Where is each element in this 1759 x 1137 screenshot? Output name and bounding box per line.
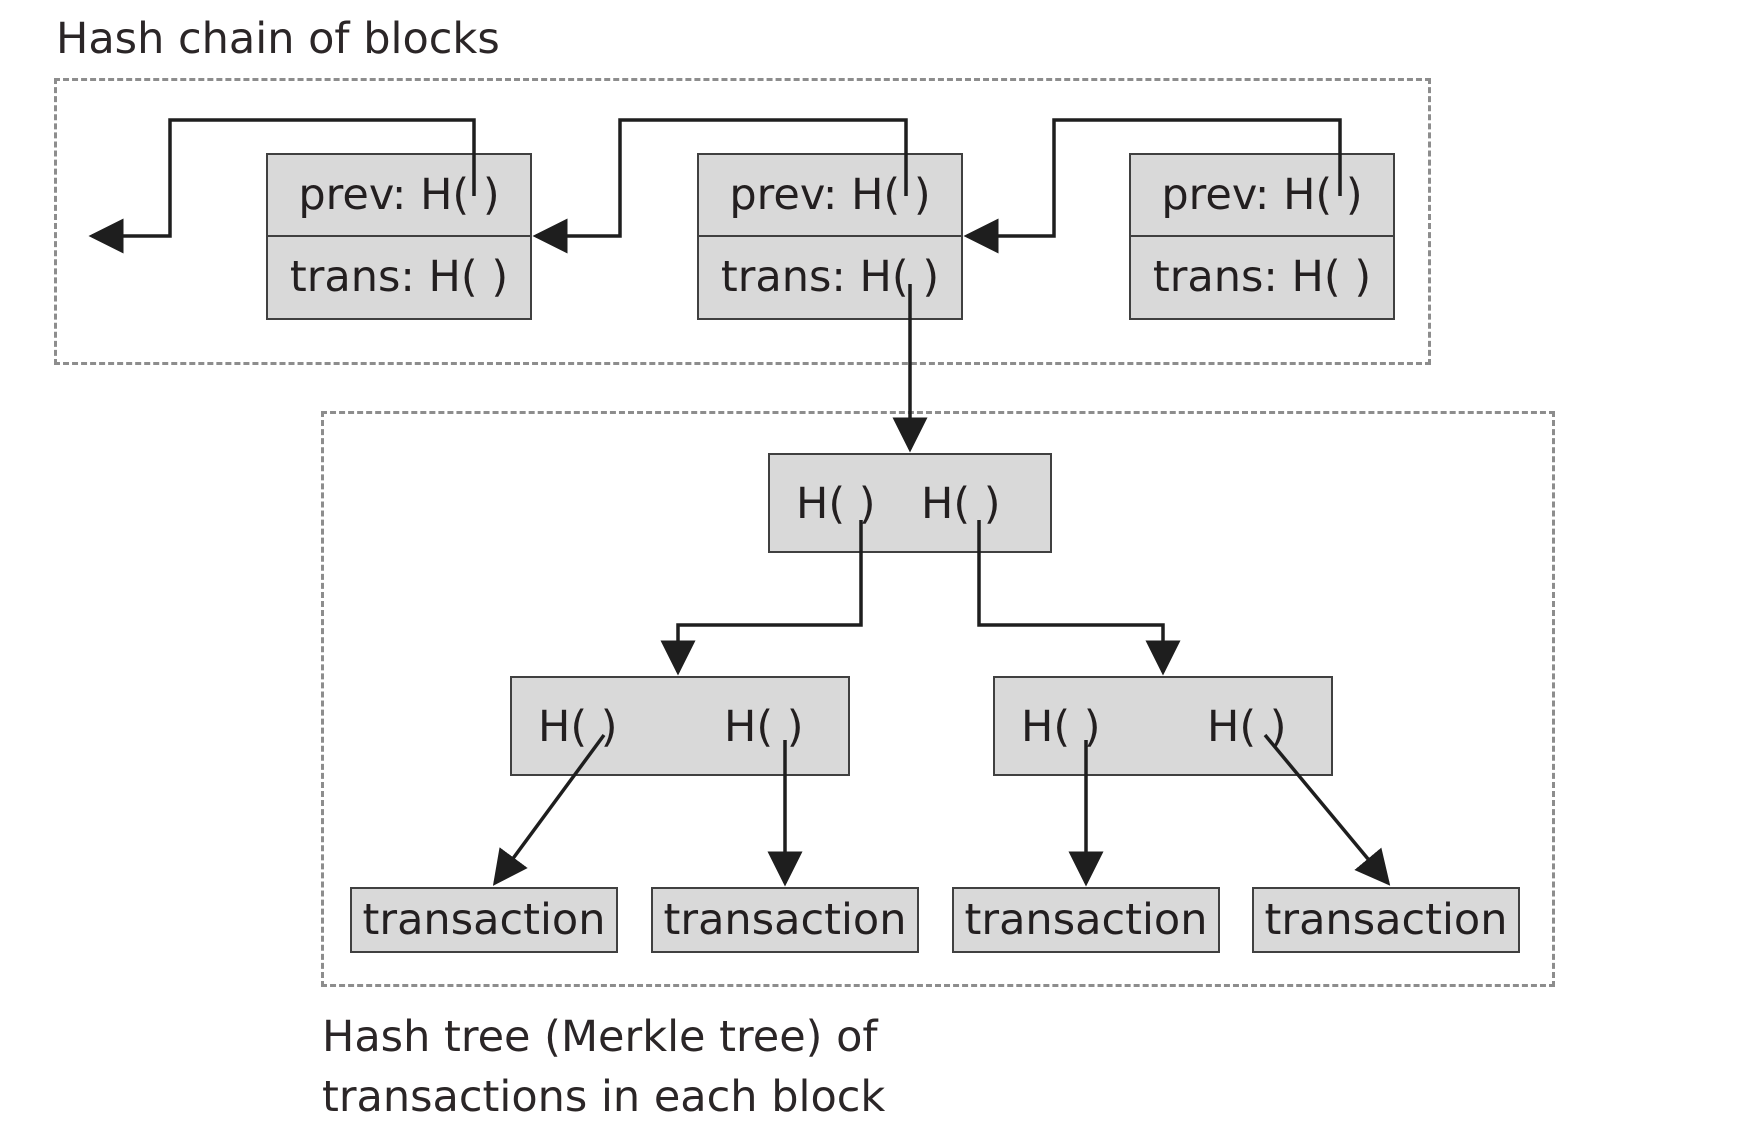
merkle-node-right: H( ) H( ) [993, 676, 1333, 776]
hash-chain-region [54, 78, 1431, 365]
node-left-hash: H( ) [1021, 702, 1101, 752]
transaction-4: transaction [1252, 887, 1520, 953]
node-left-hash: H( ) [538, 702, 618, 752]
merkle-root-node: H( ) H( ) [768, 453, 1052, 553]
merkle-tree-title-line1: Hash tree (Merkle tree) of [322, 1012, 878, 1062]
block-1: prev: H( ) trans: H( ) [266, 153, 532, 320]
hash-chain-title: Hash chain of blocks [56, 14, 500, 64]
transaction-3: transaction [952, 887, 1220, 953]
merkle-node-left: H( ) H( ) [510, 676, 850, 776]
block-trans-field: trans: H( ) [720, 252, 940, 303]
merkle-tree-region [321, 411, 1555, 987]
block-prev-field: prev: H( ) [699, 155, 961, 237]
block-trans-field: trans: H( ) [289, 252, 509, 303]
block-trans-field: trans: H( ) [1152, 252, 1372, 303]
block-prev-field: prev: H( ) [268, 155, 530, 237]
root-left-hash: H( ) [796, 479, 876, 529]
transaction-1: transaction [350, 887, 618, 953]
node-right-hash: H( ) [1207, 702, 1287, 752]
transaction-2: transaction [651, 887, 919, 953]
merkle-tree-title-line2: transactions in each block [322, 1072, 886, 1122]
node-right-hash: H( ) [724, 702, 804, 752]
block-2: prev: H( ) trans: H( ) [697, 153, 963, 320]
root-right-hash: H( ) [921, 479, 1001, 529]
block-3: prev: H( ) trans: H( ) [1129, 153, 1395, 320]
block-prev-field: prev: H( ) [1131, 155, 1393, 237]
